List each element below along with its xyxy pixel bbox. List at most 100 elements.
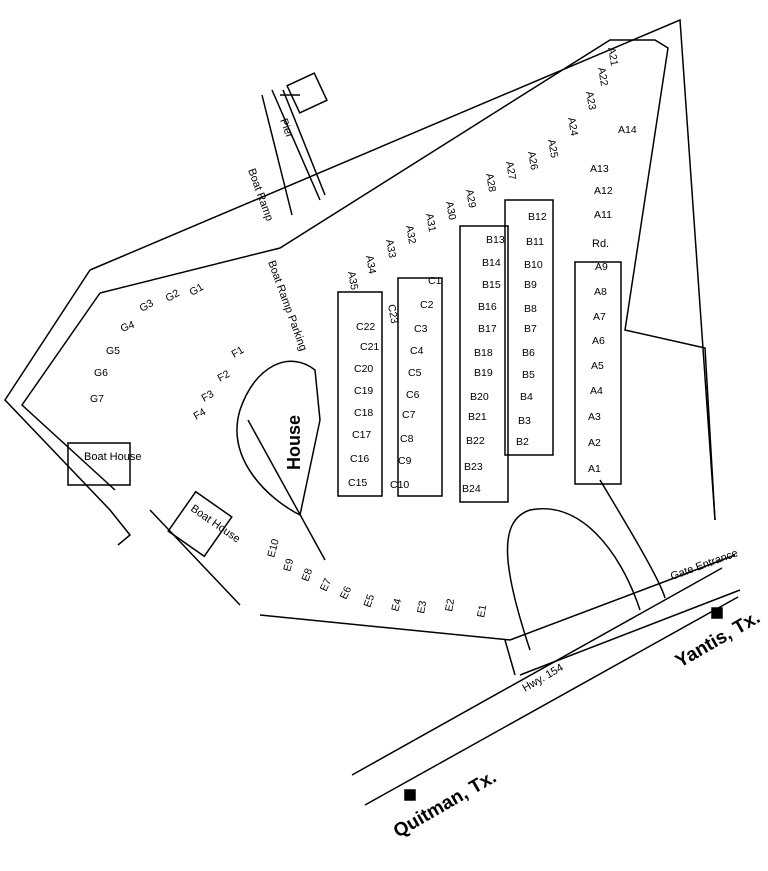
site-a25: A25: [545, 138, 560, 159]
quitman-label: Quitman, Tx.: [390, 767, 500, 843]
site-b20: B20: [470, 391, 489, 403]
site-e6: E6: [338, 584, 354, 601]
site-a35: A35: [345, 270, 360, 291]
road-connector: [504, 639, 516, 676]
site-c3: C3: [414, 323, 428, 335]
site-g4: G4: [119, 319, 136, 335]
site-c16: C16: [350, 453, 369, 465]
site-c9: C9: [398, 455, 412, 467]
site-c4: C4: [410, 345, 424, 357]
pier-line: [271, 89, 321, 201]
site-a1: A1: [588, 463, 601, 475]
site-c18: C18: [354, 407, 373, 419]
site-a29: A29: [463, 188, 478, 209]
road-east: [599, 479, 666, 599]
site-a8: A8: [594, 286, 607, 298]
boat-ramp-line: [261, 94, 293, 216]
site-c10: C10: [390, 479, 409, 491]
site-a23: A23: [583, 90, 598, 111]
site-f1: F1: [230, 344, 247, 361]
site-a14: A14: [618, 124, 637, 136]
site-a33: A33: [383, 238, 398, 259]
site-b18: B18: [474, 347, 493, 359]
site-c20: C20: [354, 363, 373, 375]
site-a26: A26: [525, 150, 540, 171]
site-e9: E9: [281, 557, 296, 573]
site-b10: B10: [524, 259, 543, 271]
house-label: House: [284, 415, 304, 470]
site-a34: A34: [363, 254, 378, 275]
site-a24: A24: [565, 116, 580, 137]
site-a2: A2: [588, 437, 601, 449]
boat-house-center: [167, 490, 233, 558]
site-b5: B5: [522, 369, 535, 381]
site-a32: A32: [403, 224, 418, 245]
road-sw: [149, 509, 241, 606]
site-b14: B14: [482, 257, 501, 269]
site-box: [397, 277, 443, 497]
site-g5: G5: [106, 345, 120, 357]
site-e2: E2: [443, 598, 457, 613]
site-b13: B13: [486, 234, 505, 246]
site-c6: C6: [406, 389, 420, 401]
site-a7: A7: [593, 311, 606, 323]
site-b12: B12: [528, 211, 547, 223]
site-f4: F4: [192, 406, 209, 423]
site-b4: B4: [520, 391, 533, 403]
site-g6: G6: [94, 367, 108, 379]
house-area: [236, 360, 321, 517]
site-b11: B11: [526, 236, 544, 248]
site-a30: A30: [443, 200, 458, 221]
site-g1: G1: [188, 281, 206, 298]
shoreline: [89, 18, 716, 521]
site-c2: C2: [420, 299, 434, 311]
campsites: A1A2A3A4A5A6A7A8A9A11A12A13A14A21A22A23A…: [90, 46, 637, 618]
site-c21: C21: [360, 341, 379, 353]
site-a3: A3: [588, 411, 601, 423]
site-c8: C8: [400, 433, 414, 445]
site-e5: E5: [362, 593, 378, 609]
site-b6: B6: [522, 347, 535, 359]
site-e1: E1: [475, 604, 489, 619]
site-b8: B8: [524, 303, 537, 315]
gate-road-top: [509, 554, 736, 641]
quitman-marker: [404, 789, 416, 801]
site-f3: F3: [200, 388, 217, 405]
road-south: [259, 614, 511, 641]
site-b21: B21: [468, 411, 487, 423]
site-box: [459, 225, 509, 503]
site-a22: A22: [595, 66, 610, 87]
site-c5: C5: [408, 367, 422, 379]
pier-line-2: [282, 89, 326, 196]
yantis-marker: [711, 607, 723, 619]
highway-edge-top: [351, 567, 723, 776]
boat-house-left-label: Boat House: [84, 451, 141, 463]
road-north: [99, 39, 716, 521]
site-e4: E4: [389, 597, 404, 613]
site-b22: B22: [466, 435, 485, 447]
site-g2: G2: [164, 287, 182, 304]
boat-ramp-parking-label: Boat Ramp Parking: [265, 259, 309, 353]
site-b16: B16: [478, 301, 497, 313]
site-b19: B19: [474, 367, 493, 379]
site-e7: E7: [318, 576, 334, 593]
site-c23: C23: [385, 303, 400, 324]
site-box: [574, 261, 622, 485]
road-label: Rd.: [592, 238, 609, 250]
site-a27: A27: [503, 160, 518, 181]
site-a28: A28: [483, 172, 498, 193]
site-b17: B17: [478, 323, 497, 335]
site-b2: B2: [516, 436, 529, 448]
site-a21: A21: [605, 46, 620, 67]
road-west: [21, 292, 116, 491]
site-g7: G7: [90, 393, 104, 405]
site-b15: B15: [482, 279, 501, 291]
site-c1: C1: [428, 275, 442, 287]
site-e3: E3: [415, 600, 429, 615]
site-b9: B9: [524, 279, 537, 291]
site-c22: C22: [356, 321, 375, 333]
site-a11: A11: [594, 209, 612, 221]
pier-dock: [286, 72, 328, 114]
site-c7: C7: [402, 409, 416, 421]
